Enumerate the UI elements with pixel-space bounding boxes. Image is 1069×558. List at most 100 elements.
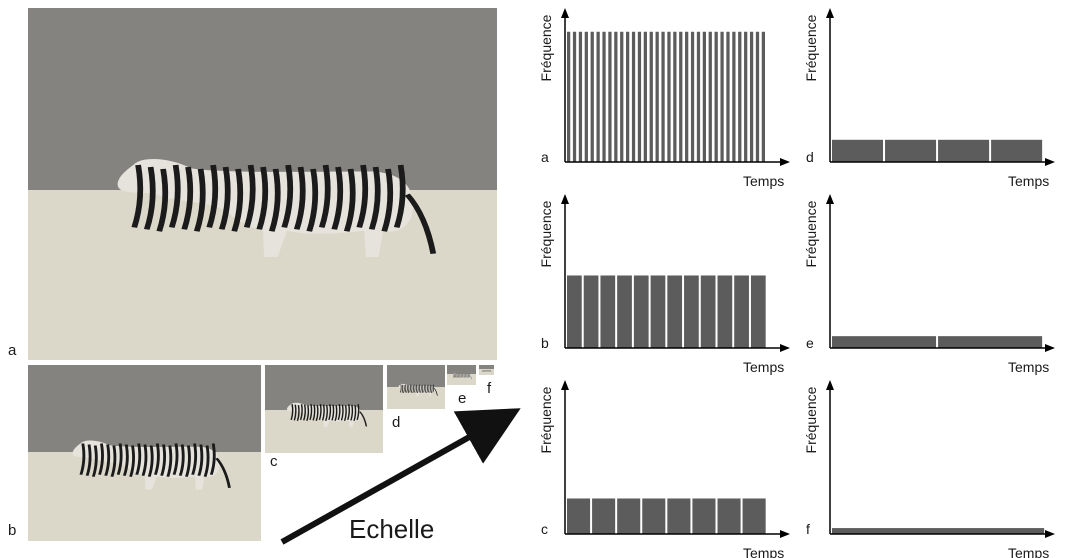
bar — [661, 31, 665, 163]
chart-letter-b: b — [541, 335, 549, 351]
zebra-photo-e — [447, 365, 476, 385]
zebra-figure — [481, 369, 493, 373]
bar — [755, 31, 760, 163]
zebra-figure — [398, 383, 438, 397]
bar — [717, 498, 741, 534]
y-axis-arrow-icon — [561, 380, 569, 390]
bar — [938, 336, 1043, 348]
sky — [28, 365, 261, 453]
photo-label-d: d — [392, 414, 401, 431]
y-axis-arrow-icon — [826, 380, 834, 390]
bar — [685, 31, 689, 163]
bar — [584, 31, 588, 163]
x-axis-arrow-icon — [1045, 530, 1055, 538]
bar — [832, 139, 884, 162]
scale-label: Echelle — [349, 514, 435, 544]
scale-arrow — [280, 408, 521, 545]
bar — [714, 31, 718, 163]
x-axis-label: Temps — [1008, 173, 1049, 189]
y-axis-label: Fréquence — [803, 14, 819, 81]
bar — [679, 31, 683, 163]
bar — [642, 498, 666, 534]
zebra-photo-f — [479, 365, 494, 375]
bar — [734, 275, 749, 348]
x-axis-label: Temps — [743, 545, 784, 558]
bar — [567, 275, 582, 348]
bar — [832, 336, 937, 348]
bar — [637, 31, 642, 163]
x-axis-label: Temps — [1008, 359, 1049, 375]
x-axis-arrow-icon — [780, 530, 790, 538]
x-axis-arrow-icon — [780, 344, 790, 352]
bar — [708, 31, 712, 163]
sky — [447, 365, 476, 376]
bar — [649, 31, 653, 163]
bar — [583, 275, 599, 348]
bar — [578, 31, 583, 163]
x-axis-label: Temps — [743, 359, 784, 375]
bar — [633, 275, 649, 348]
bar — [742, 498, 766, 534]
y-axis-arrow-icon — [561, 8, 569, 18]
bar — [684, 275, 699, 348]
y-axis-label: Fréquence — [538, 386, 554, 453]
bar — [643, 31, 647, 163]
y-axis-label: Fréquence — [803, 200, 819, 267]
bar — [732, 31, 736, 163]
y-axis-arrow-icon — [561, 194, 569, 204]
y-axis-arrow-icon — [826, 8, 834, 18]
bar — [744, 31, 748, 163]
photo-label-c: c — [270, 453, 278, 470]
bar — [717, 275, 733, 348]
bar — [667, 275, 683, 348]
bar — [567, 498, 591, 534]
bar — [608, 31, 612, 163]
sky — [387, 365, 445, 388]
chart-letter-e: e — [806, 335, 814, 351]
zebra-figure — [287, 402, 368, 428]
bar — [631, 31, 636, 163]
bar — [696, 31, 701, 163]
bar — [702, 31, 706, 163]
x-axis-arrow-icon — [1045, 344, 1055, 352]
bar — [626, 31, 630, 163]
bar — [750, 275, 766, 348]
chart-letter-c: c — [541, 521, 548, 537]
x-axis-label: Temps — [743, 173, 784, 189]
bar — [720, 31, 724, 163]
zebra-figure — [72, 440, 231, 490]
bar — [602, 31, 606, 163]
photo-label-e: e — [458, 390, 467, 407]
zebra-figure — [117, 159, 436, 257]
bar — [592, 498, 616, 534]
grass — [479, 369, 494, 375]
zebra-photo-d — [387, 365, 445, 409]
bar — [761, 31, 766, 163]
chart-letter-f: f — [806, 521, 810, 537]
x-axis-arrow-icon — [780, 158, 790, 166]
bar — [832, 528, 1045, 534]
zebra-photo-a — [28, 8, 497, 360]
zebra-photo-c — [265, 365, 383, 453]
bar — [938, 139, 990, 162]
photo-label-b: b — [8, 522, 17, 539]
bar — [617, 498, 641, 534]
bar — [749, 31, 754, 163]
bar — [690, 31, 695, 163]
sky — [265, 365, 383, 411]
y-axis-arrow-icon — [826, 194, 834, 204]
photo-label-f: f — [487, 380, 492, 397]
y-axis-label: Fréquence — [538, 14, 554, 81]
x-axis-arrow-icon — [1045, 158, 1055, 166]
chart-letter-d: d — [806, 149, 814, 165]
bar — [991, 139, 1043, 162]
bar — [600, 275, 616, 348]
sky — [479, 365, 494, 371]
bar — [572, 31, 577, 163]
photo-label-a: a — [8, 342, 17, 359]
bar — [590, 31, 594, 163]
